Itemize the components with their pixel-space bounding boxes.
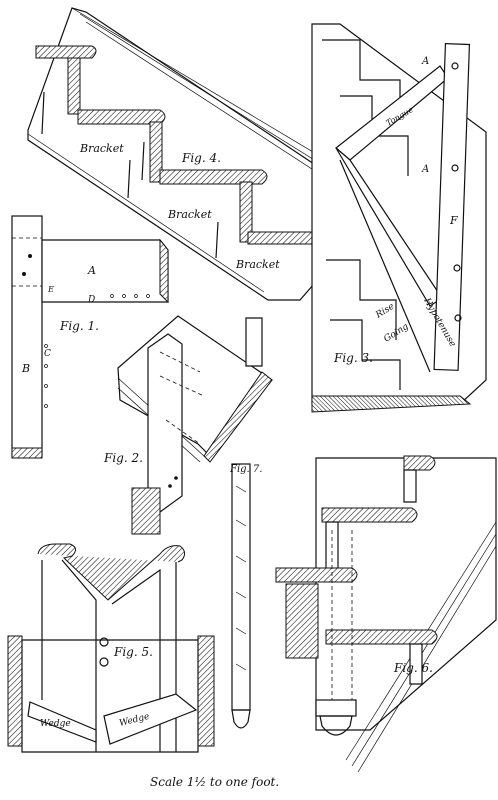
fig3-letter-a-top: A bbox=[421, 56, 429, 67]
fig2-newel bbox=[147, 333, 183, 513]
fig6-panel bbox=[315, 457, 497, 731]
fig4-bracket-label-1: Bracket bbox=[79, 142, 124, 155]
fig4-bracket-label-2: Bracket bbox=[167, 208, 212, 221]
fig1-rail bbox=[41, 239, 169, 303]
fig7-strip bbox=[231, 463, 251, 711]
fig5-caption: Fig. 5. bbox=[113, 645, 153, 659]
fig1-letter-c: C bbox=[44, 349, 51, 359]
fig4-bracket-label-3: Bracket bbox=[235, 258, 280, 271]
fig1-letter-a: A bbox=[87, 264, 96, 277]
fig1-letter-d: D bbox=[87, 295, 95, 305]
fig1-letter-b: B bbox=[21, 362, 30, 375]
fig3-letter-f: F bbox=[449, 214, 458, 227]
fig6-caption: Fig. 6. bbox=[393, 661, 433, 675]
figure-7: Fig. 7. bbox=[229, 463, 262, 729]
fig7-grain-marks bbox=[235, 485, 247, 671]
fig2-caption: Fig. 2. bbox=[103, 451, 143, 465]
figure-6: Fig. 6. bbox=[275, 455, 497, 773]
fig3-letter-a-mid: A bbox=[421, 164, 429, 175]
fig1-caption: Fig. 1. bbox=[59, 319, 99, 333]
fig5-wedge-left bbox=[27, 701, 97, 743]
fig7-caption: Fig. 7. bbox=[229, 464, 262, 475]
fig2-post bbox=[245, 317, 263, 367]
fig3-fence bbox=[433, 43, 471, 371]
fig4-riser-3 bbox=[239, 181, 253, 243]
fig4-nails bbox=[41, 91, 219, 259]
figure-1: A E D C B Fig. 1. bbox=[11, 215, 169, 459]
fig1-post bbox=[11, 215, 43, 457]
fig4-caption: Fig. 4. bbox=[181, 151, 221, 165]
figure-5: Wedge Wedge Fig. 5. bbox=[7, 543, 215, 753]
fig4-tread-1 bbox=[35, 45, 97, 59]
fig1-bolt-holes bbox=[44, 294, 150, 408]
fig1-letter-e: E bbox=[47, 285, 54, 294]
figure-3: A A F Tongue Rise Going Hypotenuse Fig. … bbox=[311, 23, 487, 413]
fig4-riser-2 bbox=[149, 121, 163, 183]
fig4-riser-1 bbox=[67, 57, 81, 115]
scale-caption: Scale 1½ to one foot. bbox=[150, 775, 279, 789]
fig4-tread-3 bbox=[159, 169, 268, 185]
fig5-wedge-label-1: Wedge bbox=[40, 719, 71, 729]
figure-2: Fig. 2. bbox=[103, 315, 273, 535]
fig3-caption: Fig. 3. bbox=[333, 351, 373, 365]
fig5-wedge-right bbox=[103, 693, 198, 745]
